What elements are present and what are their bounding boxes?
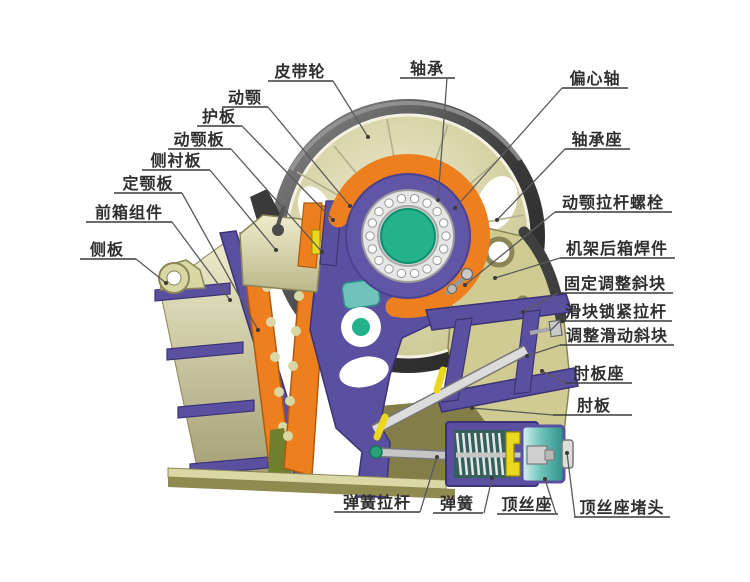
jaw-body-hole-1-core (352, 318, 370, 336)
bearing-balls (365, 193, 451, 279)
label-fixed-jaw-plate: 定颚板 (121, 174, 173, 193)
spring-yellow-bracket (505, 431, 521, 477)
labels-layer: 皮带轮 轴承 偏心轴 轴承座 动颚 护板 动颚板 侧衬板 定颚板 前箱组件 侧板… (90, 59, 668, 517)
bearing-seat-ring (328, 154, 490, 318)
leader-lines-layer (80, 77, 675, 518)
label-toggle-plate: 肘板 (577, 396, 611, 415)
label-spring: 弹簧 (440, 494, 474, 513)
label-slider-locking-tie-rod: 滑块锁紧拉杆 (565, 302, 667, 321)
jaw-body-hole-2 (339, 356, 389, 388)
label-jack-screw-seat-plug: 顶丝座堵头 (579, 498, 664, 517)
liner-bolt-head (272, 224, 284, 236)
label-movable-jaw-plate: 动颚板 (173, 130, 224, 149)
jack-screw-nut (526, 445, 548, 465)
label-front-box-assembly: 前箱组件 (95, 203, 163, 222)
label-side-lining-plate: 侧衬板 (150, 151, 201, 170)
pointer-lines (135, 77, 576, 518)
guard-yellow-insert (311, 229, 321, 255)
spring-assembly (369, 421, 574, 487)
wedge-strut-1 (441, 317, 473, 403)
label-belt-pulley: 皮带轮 (273, 62, 325, 81)
pointer-dots (164, 135, 569, 481)
underlines (80, 77, 675, 518)
movable-jaw-body (309, 195, 437, 498)
label-side-plate: 侧板 (90, 240, 124, 259)
tie-rod-bolt-head (460, 267, 474, 281)
base-strip-dark (168, 477, 455, 499)
toggle-seat-clamp-lower (373, 413, 389, 441)
locking-rod-head (548, 319, 563, 338)
label-bearing-seat: 轴承座 (571, 130, 622, 149)
label-movable-jaw-tie-rod-bolt: 动颚拉杆螺栓 (562, 193, 664, 212)
frame-ring-hole (483, 236, 515, 268)
side-plate-lug (158, 259, 206, 294)
rim-strap (250, 189, 283, 224)
base-plate (167, 467, 455, 499)
label-toggle-plate-seat: 肘板座 (573, 364, 624, 383)
label-eccentric-shaft: 偏心轴 (569, 69, 620, 88)
spring-rod-end-cap (369, 445, 383, 459)
label-frame-rear-box-weldment: 机架后箱焊件 (566, 239, 668, 258)
label-adjusting-sliding-wedge: 调整滑动斜块 (566, 326, 668, 345)
label-jack-screw-seat: 顶丝座 (501, 495, 552, 514)
toggle-adjusting-mechanism (371, 267, 579, 441)
bearing-assembly (328, 154, 490, 318)
label-bearing: 轴承 (410, 59, 444, 78)
jack-screw-tip (544, 449, 555, 461)
eccentric-shaft-core (380, 208, 436, 264)
label-movable-jaw: 动颚 (228, 89, 262, 107)
label-guard-plate: 护板 (202, 107, 236, 126)
toggle-seat-clamp-upper (433, 366, 447, 394)
tie-rod-bolt-nut (447, 284, 457, 294)
top-plates (239, 189, 343, 293)
toggle-plate-rod (372, 346, 528, 434)
label-spring-tie-rod: 弹簧拉杆 (343, 493, 411, 512)
label-fixed-adjusting-wedge: 固定调整斜块 (564, 274, 666, 293)
